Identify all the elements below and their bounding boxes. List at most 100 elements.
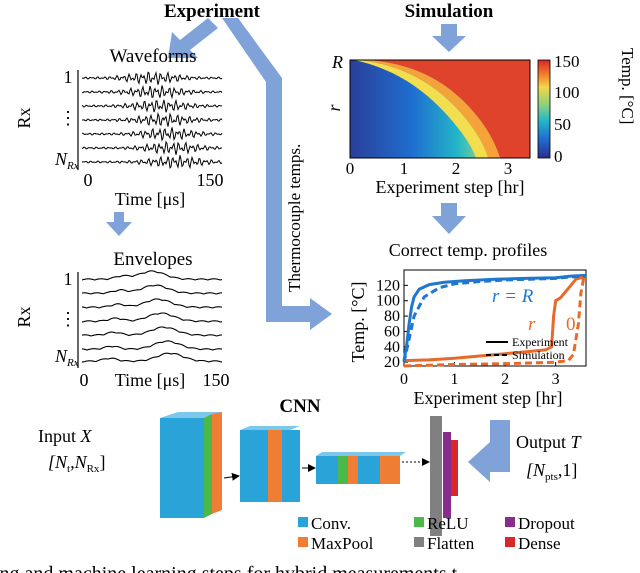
y-tick-label: 60 [384, 323, 400, 340]
heatmap-x-tick-2: 2 [452, 159, 461, 178]
x-tick-label: 0 [400, 371, 408, 388]
envelopes-y-label: Rx [14, 306, 34, 327]
arrow-output [468, 420, 510, 482]
waveforms-row-label-n: NRx [54, 149, 79, 172]
heatmap-hot-region [368, 60, 530, 158]
chart-x-label: Experiment step [hr] [414, 388, 563, 408]
y-tick-label: 20 [384, 354, 400, 371]
output-dims: [Npts,1] [526, 460, 577, 483]
waveforms-row-label-1: 1 [64, 67, 73, 87]
block-1-maxpool-side [212, 412, 222, 514]
block-2-maxpool [268, 430, 282, 502]
colorbar-tick-100: 100 [554, 83, 580, 102]
legend-experiment: Experiment [512, 335, 569, 349]
output-label: Output T [516, 432, 583, 452]
flatten-layer [430, 416, 442, 536]
y-tick-label: 120 [376, 277, 400, 294]
arrow-block1-block2 [223, 472, 240, 481]
figure-caption: ing and machine learning steps for hybri… [0, 563, 458, 573]
cnn-output-layers [430, 416, 458, 536]
thermocouple-label: Thermocouple temps. [285, 144, 304, 292]
colorbar-tick-50: 50 [554, 115, 571, 134]
y-tick-label: 40 [384, 339, 400, 356]
series-line-1 [403, 276, 586, 363]
cnn-diagram: CNN Input X [Nt,NRx] Output T [Npts,1] [38, 396, 583, 553]
input-dims: [Nt,NRx] [48, 452, 105, 475]
legend-swatch-conv [298, 517, 308, 527]
legend-swatch-maxpool [298, 537, 308, 547]
arrow-experiment-to-waveforms [168, 18, 218, 58]
waveform-trace [81, 140, 223, 155]
heatmap-frame [349, 59, 531, 159]
block-3-conv-2 [358, 456, 380, 484]
envelopes-title: Envelopes [113, 249, 192, 270]
block-3-relu-1 [338, 456, 348, 484]
envelopes-x-tick-150: 150 [203, 370, 230, 390]
legend-label-maxpool: MaxPool [311, 534, 374, 553]
heatmap-x-label: Experiment step [hr] [376, 177, 525, 197]
legend-swatch-flatten [414, 537, 424, 547]
legend-swatch-relu [414, 517, 424, 527]
annotation-r-equals-R: r = R [492, 286, 534, 307]
colorbar-label: Temp. [°C] [618, 48, 637, 124]
envelope-traces [81, 270, 223, 363]
input-label: Input X [38, 426, 93, 446]
waveform-traces [81, 70, 223, 170]
waveforms-x-tick-0: 0 [84, 170, 93, 190]
colorbar [537, 59, 551, 159]
chart-series [402, 273, 588, 368]
envelopes-x-label: Time [μs] [115, 370, 186, 390]
series-line-2 [402, 274, 587, 363]
legend-simulation: Simulation [512, 348, 565, 362]
waveform-trace [81, 155, 223, 170]
waveform-trace [82, 111, 223, 127]
waveform-trace [81, 98, 223, 113]
legend-swatch-dense [505, 537, 515, 547]
x-tick-label: 3 [552, 371, 560, 388]
cnn-block-1 [160, 412, 222, 518]
heatmap-yellow-band [354, 60, 488, 158]
waveforms-x-label: Time [μs] [115, 189, 186, 209]
heatmap-x-tick-0: 0 [346, 159, 355, 178]
cnn-block-3 [316, 452, 406, 484]
cnn-block-2 [240, 426, 300, 502]
x-tick-label: 1 [451, 371, 459, 388]
envelopes-x-tick-0: 0 [80, 370, 89, 390]
annotation-0: 0 [566, 314, 576, 335]
legend-label-conv: Conv. [311, 514, 351, 533]
legend-label-dense: Dense [518, 534, 560, 553]
waveforms-y-label: Rx [14, 107, 34, 128]
waveforms-x-tick-150: 150 [197, 170, 224, 190]
chart-y-label: Temp. [°C] [348, 282, 368, 363]
heatmap-panel: R r 0 1 2 3 Experiment step [hr] 150 100… [324, 48, 637, 197]
envelope-trace [81, 326, 223, 337]
waveform-trace [81, 84, 223, 100]
colorbar-tick-0: 0 [554, 147, 563, 166]
dense-layer [451, 440, 458, 496]
annotation-r: r [528, 314, 536, 335]
envelope-trace [81, 284, 223, 295]
waveforms-row-label-dots: ⋮ [59, 108, 77, 128]
temp-profile-chart: Correct temp. profiles Temp. [°C] Experi… [348, 240, 588, 408]
legend-label-flatten: Flatten [427, 534, 475, 553]
legend-label-relu: ReLU [427, 514, 469, 533]
block-3-conv-1 [316, 456, 338, 484]
layer-legend: Conv. ReLU Dropout MaxPool Flatten Dense [298, 514, 575, 553]
chart-plot-frame [403, 269, 587, 367]
chart-title: Correct temp. profiles [389, 240, 547, 260]
legend-label-dropout: Dropout [518, 514, 575, 533]
block-2-conv-top [240, 426, 300, 430]
envelopes-panel: Envelopes Rx 1 ⋮ NRx 0 150 Time [μs] [14, 249, 230, 390]
block-1-conv [160, 418, 204, 518]
envelopes-row-label-n: NRx [54, 346, 79, 369]
heatmap-y-tick-r: R [331, 52, 343, 72]
block-3-top [316, 452, 406, 456]
waveform-trace [81, 70, 223, 85]
simulation-header: Simulation [405, 1, 494, 22]
arrow-heatmap-down [432, 203, 466, 234]
block-3-maxpool-1 [348, 456, 358, 484]
envelope-trace [81, 298, 223, 309]
waveforms-title: Waveforms [109, 46, 196, 67]
block-2-relu [282, 430, 300, 502]
